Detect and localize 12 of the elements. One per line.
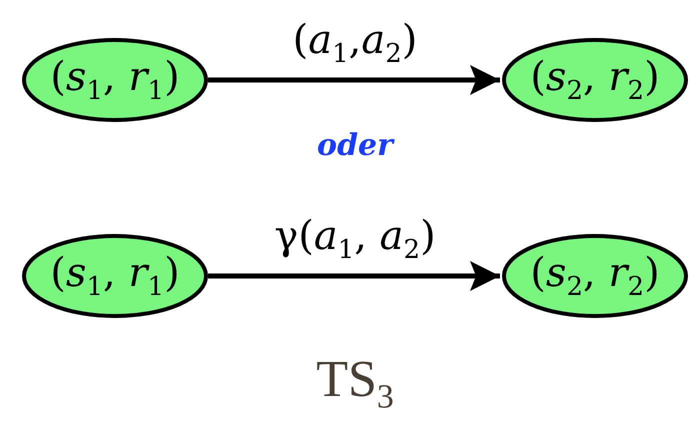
state-label: (s$_{1}$, r$_{1}$) <box>50 250 180 302</box>
arrow <box>208 261 500 291</box>
state-ellipse <box>502 234 688 318</box>
arrow <box>208 65 500 95</box>
state-ellipse <box>502 38 688 122</box>
state-ellipse <box>22 38 208 122</box>
separator-word: oder <box>317 128 393 163</box>
state-label: (s$_{1}$, r$_{1}$) <box>50 54 180 106</box>
state-label: (s$_{2}$, r$_{2}$) <box>530 54 660 106</box>
state-ellipse <box>22 234 208 318</box>
state-label: (s$_{2}$, r$_{2}$) <box>530 250 660 302</box>
caption: TS$_{3}$ <box>316 350 394 416</box>
